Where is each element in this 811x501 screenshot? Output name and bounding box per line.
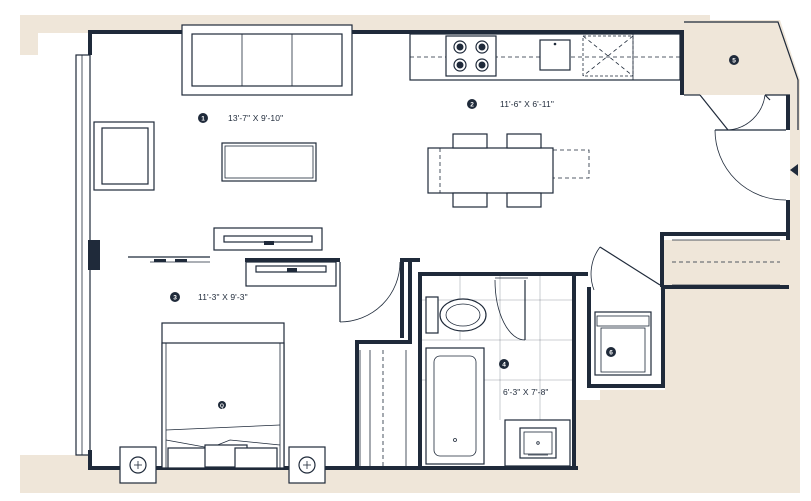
toilet-icon: [425, 296, 487, 334]
tv-stand-icon: [213, 227, 323, 251]
kitchen-counter: [409, 33, 681, 81]
armchair-icon: [93, 121, 155, 191]
bed-icon: [161, 322, 285, 469]
bathroom-door-icon: [494, 277, 528, 341]
washer-dryer-icon: [594, 311, 652, 376]
sofa-icon: [181, 24, 353, 96]
closet-door-icon: [699, 94, 771, 131]
chair-icon: [452, 133, 542, 208]
coffee-table-icon: [221, 142, 317, 182]
room-marker-label: 5: [732, 58, 736, 65]
bedroom-closet: [359, 350, 407, 466]
bed-label: Q: [220, 404, 224, 410]
room-marker-label: 6: [609, 350, 613, 357]
door-swing-icon: [339, 261, 401, 323]
room-dimension-bathroom: 6'-3" X 7'-8": [503, 387, 549, 397]
room-marker: 1 2 3 4 5 6 Q: [170, 55, 739, 410]
bathtub-icon: [425, 347, 485, 465]
dining-table-icon: [427, 133, 590, 208]
room-dimension-kitchen: 11'-6" X 6'-11": [500, 99, 554, 109]
vanity-icon: [504, 419, 571, 467]
cooktop-icon: [445, 35, 497, 77]
nightstand-icon: [119, 446, 326, 484]
room-dimension-living: 13'-7" X 9'-10": [228, 113, 283, 123]
bedroom-dresser-icon: [245, 261, 337, 287]
entry-arrow-icon: [790, 164, 798, 176]
room-marker-label: 1: [201, 116, 205, 123]
room-dimension-bedroom: 11'-3" X 9'-3": [198, 292, 248, 302]
sliding-partition: [128, 256, 210, 263]
entry-door-icon: [714, 129, 787, 201]
room-marker-label: 4: [502, 362, 506, 369]
exterior-area: [20, 15, 800, 493]
room-marker-label: 3: [173, 295, 177, 302]
sink-icon: [539, 39, 571, 71]
laundry-door-icon: [590, 246, 661, 291]
room-marker-label: 2: [470, 102, 474, 109]
